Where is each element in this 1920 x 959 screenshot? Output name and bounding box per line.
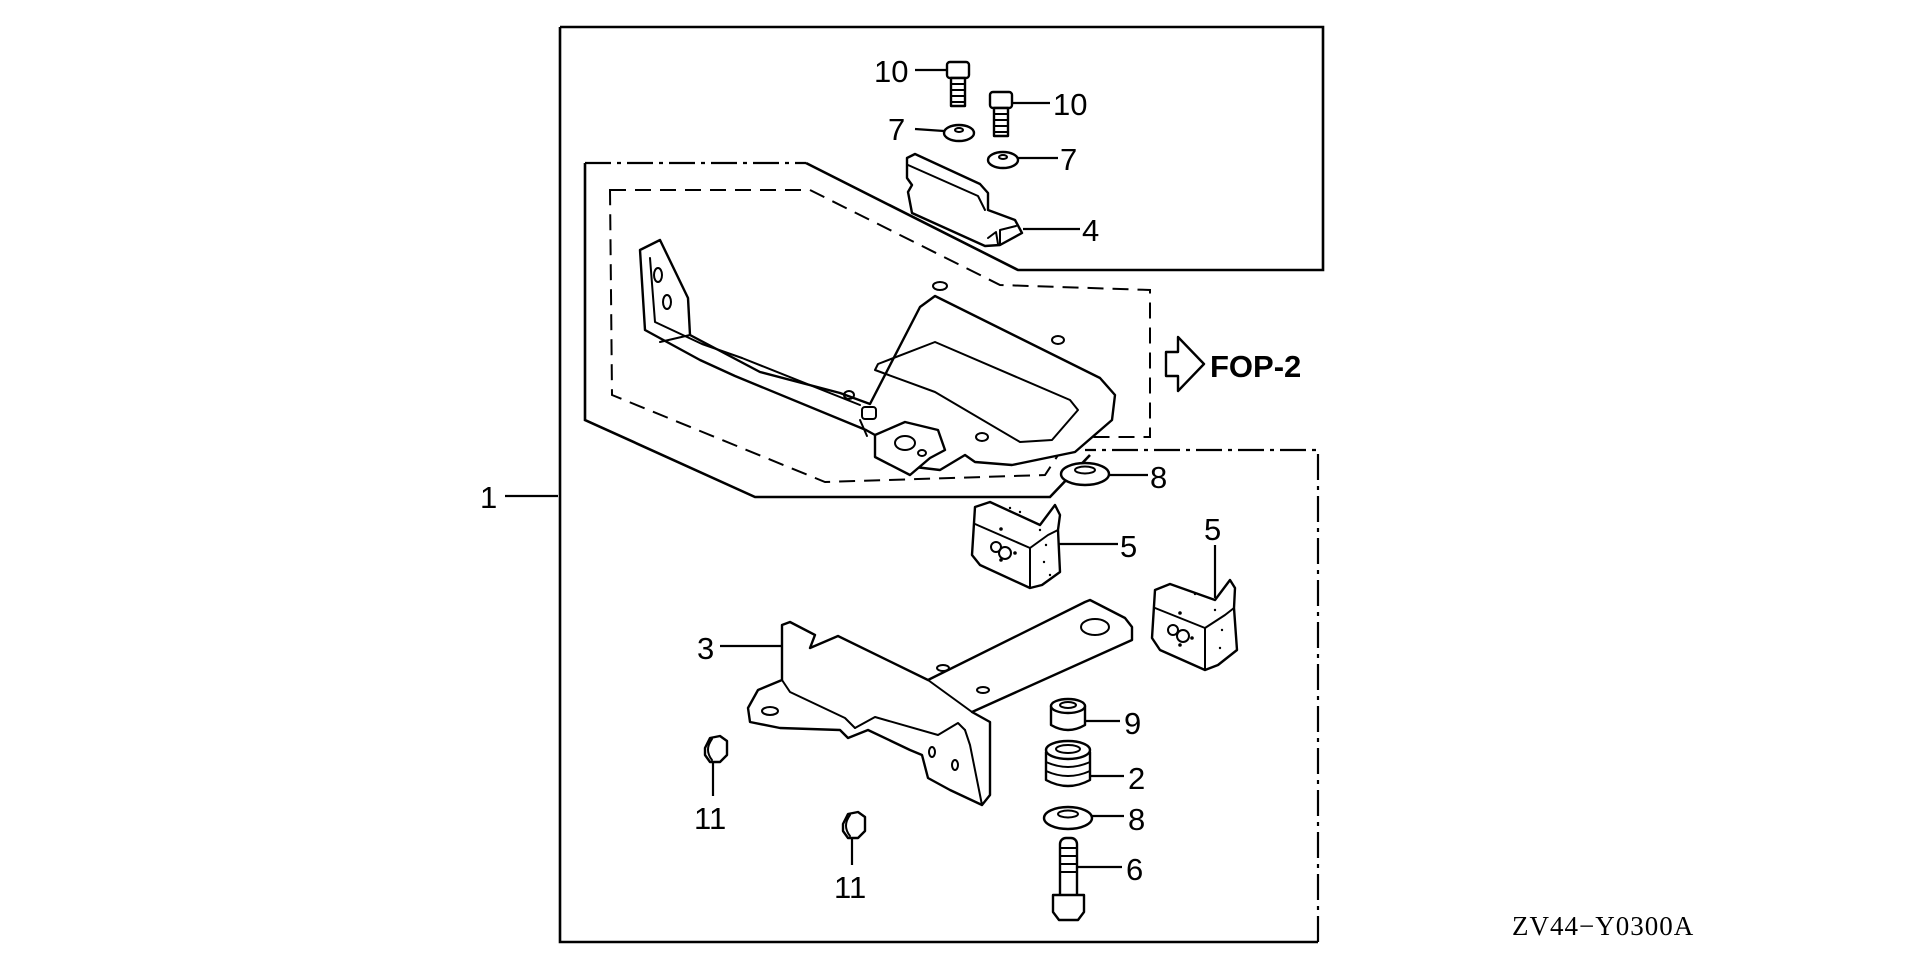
fop2-dashed-region [608,189,1151,484]
part-4-bracket [905,152,1024,248]
fop2-label: FOP-2 [1210,349,1301,384]
callout-2: 2 [1128,761,1145,796]
callout-9: 9 [1124,706,1141,741]
bolt-10-right [988,90,1014,138]
callouts: 1 10 10 7 7 4 8 5 5 3 9 2 8 [480,54,1221,905]
bolt-10-left [945,60,971,108]
arrow-right-icon [1164,335,1206,393]
figure-code: ZV44−Y0300A [1512,911,1694,941]
mount-5-left [970,500,1062,590]
rubber-mount-2 [1044,739,1092,788]
washer-7-left [942,123,976,143]
callout-7: 7 [888,112,905,147]
callout-6: 6 [1126,852,1143,887]
callout-11: 11 [694,801,726,836]
callout-1: 1 [480,480,497,515]
callout-3: 3 [697,631,714,666]
fop2-reference: FOP-2 [1164,335,1301,393]
callout-8: 8 [1150,460,1167,495]
cap-nut-11-right [841,810,867,840]
collar-9 [1049,697,1087,732]
callout-11: 11 [834,870,866,905]
upper-frame [638,238,1117,477]
callout-10: 10 [874,54,908,89]
callout-10: 10 [1053,87,1087,122]
callout-4: 4 [1082,213,1099,248]
flange-bolt-6 [1051,836,1086,922]
callout-8: 8 [1128,802,1145,837]
part-3-lower-bracket [746,598,1134,807]
callout-5: 5 [1204,512,1221,547]
mount-5-right [1150,578,1239,672]
callout-7: 7 [1060,142,1077,177]
assembly-boundary [558,25,1325,944]
washer-8-lower [1042,805,1094,831]
washer-8-upper [1059,461,1111,487]
callout-5: 5 [1120,529,1137,564]
cap-nut-11-left [703,734,729,764]
washer-7-right [986,150,1020,170]
